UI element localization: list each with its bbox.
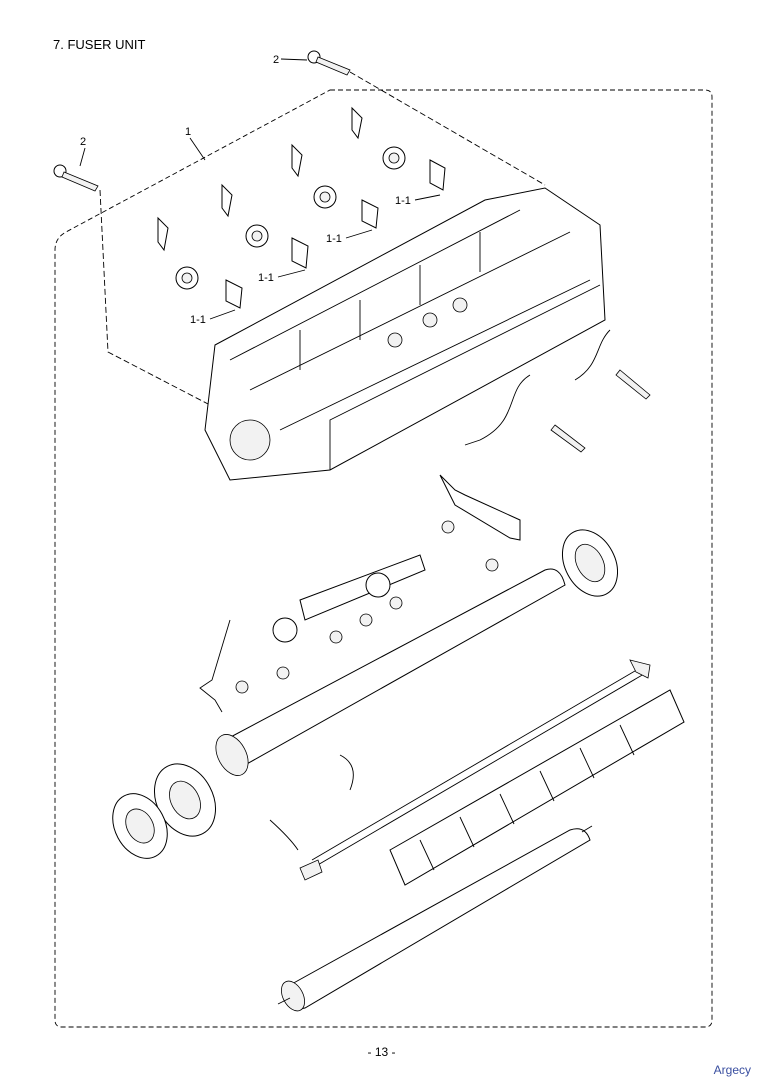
page-title: 7. FUSER UNIT (53, 37, 146, 52)
callout-sub-b: 1-1 (326, 233, 342, 245)
leader-line-left-screw (99, 189, 211, 406)
thermistor-assemblies (464, 329, 651, 453)
page-number: - 13 - (367, 1045, 396, 1059)
callout-sub-a: 1-1 (395, 195, 411, 207)
bushing-rollers-row (175, 146, 446, 309)
assembly-boundary (54, 89, 713, 1028)
fuser-frame (204, 187, 606, 481)
heat-roller (112, 529, 619, 859)
clip-parts-row (157, 106, 363, 252)
callout-screw-left: 2 (80, 136, 86, 148)
pressure-roller (277, 825, 593, 1012)
screw-left (53, 164, 99, 192)
watermark-text: Argecy (713, 1063, 751, 1077)
paper-guide (389, 689, 685, 886)
heater-lamp (299, 659, 651, 881)
callout-sub-c: 1-1 (258, 272, 274, 284)
bracket-parts (199, 474, 521, 713)
leader-line-top-screw (349, 71, 546, 186)
screw-top (307, 50, 351, 76)
callout-screw-top: 2 (273, 54, 279, 66)
callout-frame: 1 (185, 126, 191, 138)
callout-sub-d: 1-1 (190, 314, 206, 326)
